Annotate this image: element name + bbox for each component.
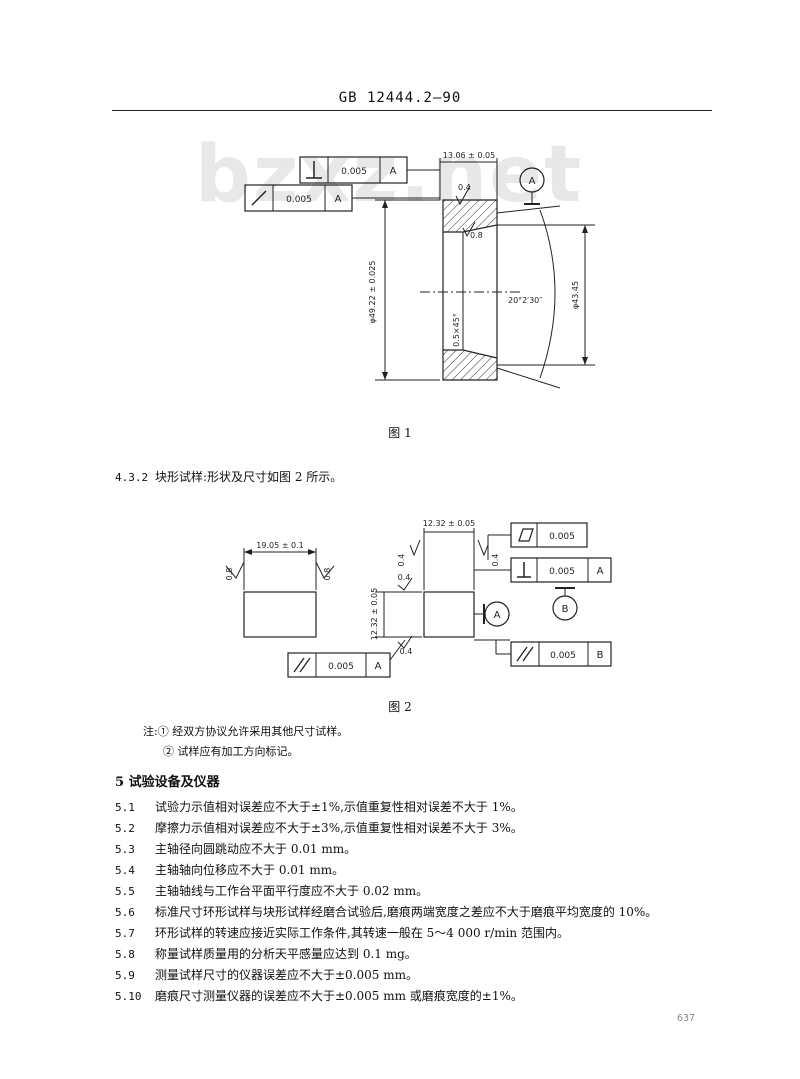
fcf-perpendicularity-right: 0.005 A bbox=[474, 557, 612, 583]
rough-c: 0.4 bbox=[398, 573, 411, 582]
fcf-r1-value: 0.005 bbox=[549, 532, 575, 542]
item-text: 主轴轴向位移应不大于 0.01 mm。 bbox=[155, 863, 345, 877]
item-text: 主轴径向圆跳动应不大于 0.01 mm。 bbox=[155, 842, 357, 856]
item-number: 5.8 bbox=[115, 948, 135, 961]
item-text: 试验力示值相对误差应不大于±1%,示值重复性相对误差不大于 1%。 bbox=[155, 800, 523, 814]
datum-a: A bbox=[494, 610, 501, 621]
rough-2: 0.8 bbox=[470, 231, 483, 240]
item-5-7: 5.7 环形试样的转速应接近实际工作条件,其转速一般在 5～4 000 r/min… bbox=[115, 926, 569, 940]
rough-1: 0.4 bbox=[458, 183, 471, 192]
item-number: 5.2 bbox=[115, 822, 135, 835]
datum-a-circle-2 bbox=[484, 601, 510, 627]
figure-2-caption: 图 2 bbox=[388, 700, 412, 714]
datum-b: B bbox=[562, 604, 569, 615]
item-number: 5.9 bbox=[115, 969, 135, 982]
chamfer-label: 0.5×45° bbox=[452, 313, 461, 347]
item-number: 5.7 bbox=[115, 927, 135, 940]
rough-left-1: 0.8 bbox=[225, 568, 234, 581]
fcf-r2-datum: A bbox=[597, 566, 604, 577]
fcf-mid-value: 0.005 bbox=[286, 195, 312, 205]
rough-left-2: 0.8 bbox=[323, 568, 332, 581]
para-number: 4.3.2 bbox=[115, 471, 149, 484]
item-5-9: 5.9 测量试样尺寸的仪器误差应不大于±0.005 mm。 bbox=[115, 968, 418, 982]
fcf-flatness-right: 0.005 bbox=[487, 522, 588, 560]
block-front-view bbox=[243, 591, 317, 638]
note-1: 注:① 经双方协议允许采用其他尺寸试样。 bbox=[143, 725, 349, 738]
rough-b: 0.4 bbox=[491, 554, 500, 567]
fcf-r3-value: 0.005 bbox=[550, 651, 576, 661]
item-5-10: 5.10 磨痕尺寸测量仪器的误差应不大于±0.005 mm 或磨痕宽度的±1%。 bbox=[115, 989, 523, 1003]
datum-b-circle bbox=[552, 595, 578, 621]
figure-1-drawing: 0.005 A 0.005 A 13.06 ± 0.05 A 0.4 0.8 2… bbox=[244, 151, 595, 389]
watermark: bzxz.net bbox=[195, 130, 584, 220]
item-number: 5.10 bbox=[115, 990, 142, 1003]
item-5-1: 5.1 试验力示值相对误差应不大于±1%,示值重复性相对误差不大于 1%。 bbox=[115, 800, 523, 814]
section-5-title: 5 试验设备及仪器 bbox=[115, 775, 220, 790]
item-text: 测量试样尺寸的仪器误差应不大于±0.005 mm。 bbox=[155, 968, 418, 982]
page-number: 637 bbox=[676, 1013, 695, 1024]
item-5-3: 5.3 主轴径向圆跳动应不大于 0.01 mm。 bbox=[115, 842, 356, 856]
block-side-view bbox=[423, 591, 475, 638]
fcf-perpendicularity-top: 0.005 A bbox=[299, 156, 440, 184]
item-number: 5.3 bbox=[115, 843, 135, 856]
fcf-parallelism-left: 0.005 A bbox=[287, 639, 406, 678]
item-5-6: 5.6 标准尺寸环形试样与块形试样经磨合试验后,磨痕两端宽度之差应不大于磨痕平均宽… bbox=[115, 905, 657, 919]
datum-a-label: A bbox=[529, 176, 536, 187]
header-rule bbox=[112, 110, 712, 111]
item-text: 环形试样的转速应接近实际工作条件,其转速一般在 5～4 000 r/min 范围… bbox=[155, 926, 569, 940]
item-number: 5.4 bbox=[115, 864, 135, 877]
item-number: 5.5 bbox=[115, 885, 135, 898]
dim-left-width: 19.05 ± 0.1 bbox=[256, 541, 303, 550]
fcf-runout-mid: 0.005 A bbox=[244, 184, 440, 212]
dim-top: 12.32 ± 0.05 bbox=[423, 519, 476, 528]
ring-section-top bbox=[442, 199, 498, 233]
rough-a: 0.4 bbox=[397, 554, 406, 567]
item-5-5: 5.5 主轴轴线与工作台平面平行度应不大于 0.02 mm。 bbox=[115, 884, 428, 898]
item-text: 主轴轴线与工作台平面平行度应不大于 0.02 mm。 bbox=[155, 884, 429, 898]
dim-side: 12.32 ± 0.05 bbox=[370, 588, 379, 641]
dim-width: 13.06 ± 0.05 bbox=[443, 151, 496, 160]
fcf-r3-datum: B bbox=[597, 650, 604, 661]
item-number: 5.1 bbox=[115, 801, 135, 814]
document-header: GB 12444.2—90 bbox=[338, 90, 462, 106]
fcf-bl-datum: A bbox=[375, 661, 382, 672]
figure-2-drawing: 19.05 ± 0.1 0.8 0.8 0.005 A 12.32 ± 0.05… bbox=[225, 519, 612, 678]
figure-1-caption: 图 1 bbox=[388, 426, 412, 440]
item-text: 磨痕尺寸测量仪器的误差应不大于±0.005 mm 或磨痕宽度的±1%。 bbox=[155, 989, 523, 1003]
item-text: 摩擦力示值相对误差应不大于±3%,示值重复性相对误差不大于 3%。 bbox=[155, 821, 523, 835]
para-4-3-2: 4.3.2 块形试样:形状及尺寸如图 2 所示。 bbox=[115, 470, 342, 484]
item-number: 5.6 bbox=[115, 906, 135, 919]
fcf-parallelism-right: 0.005 B bbox=[474, 639, 612, 667]
item-5-2: 5.2 摩擦力示值相对误差应不大于±3%,示值重复性相对误差不大于 3%。 bbox=[115, 821, 523, 835]
fcf-bl-value: 0.005 bbox=[328, 662, 354, 672]
ring-section-bottom bbox=[442, 349, 498, 381]
dim-outer-dia: φ49.22 ± 0.025 bbox=[368, 261, 377, 324]
item-text: 标准尺寸环形试样与块形试样经磨合试验后,磨痕两端宽度之差应不大于磨痕平均宽度的 … bbox=[155, 905, 658, 919]
item-5-8: 5.8 称量试样质量用的分析天平感量应达到 0.1 mg。 bbox=[115, 947, 417, 961]
item-5-4: 5.4 主轴轴向位移应不大于 0.01 mm。 bbox=[115, 863, 344, 877]
item-text: 称量试样质量用的分析天平感量应达到 0.1 mg。 bbox=[155, 947, 417, 961]
fcf-r2-value: 0.005 bbox=[549, 567, 575, 577]
note-2: ② 试样应有加工方向标记。 bbox=[163, 745, 299, 758]
dim-bore: φ43.45 bbox=[571, 281, 580, 309]
fcf-mid-datum: A bbox=[335, 194, 342, 205]
angle-label: 20°2′30″ bbox=[508, 296, 542, 305]
fcf-top-value: 0.005 bbox=[341, 167, 367, 177]
fcf-top-datum: A bbox=[390, 166, 397, 177]
rough-d: 0.4 bbox=[400, 647, 413, 656]
para-text: 块形试样:形状及尺寸如图 2 所示。 bbox=[155, 470, 343, 484]
